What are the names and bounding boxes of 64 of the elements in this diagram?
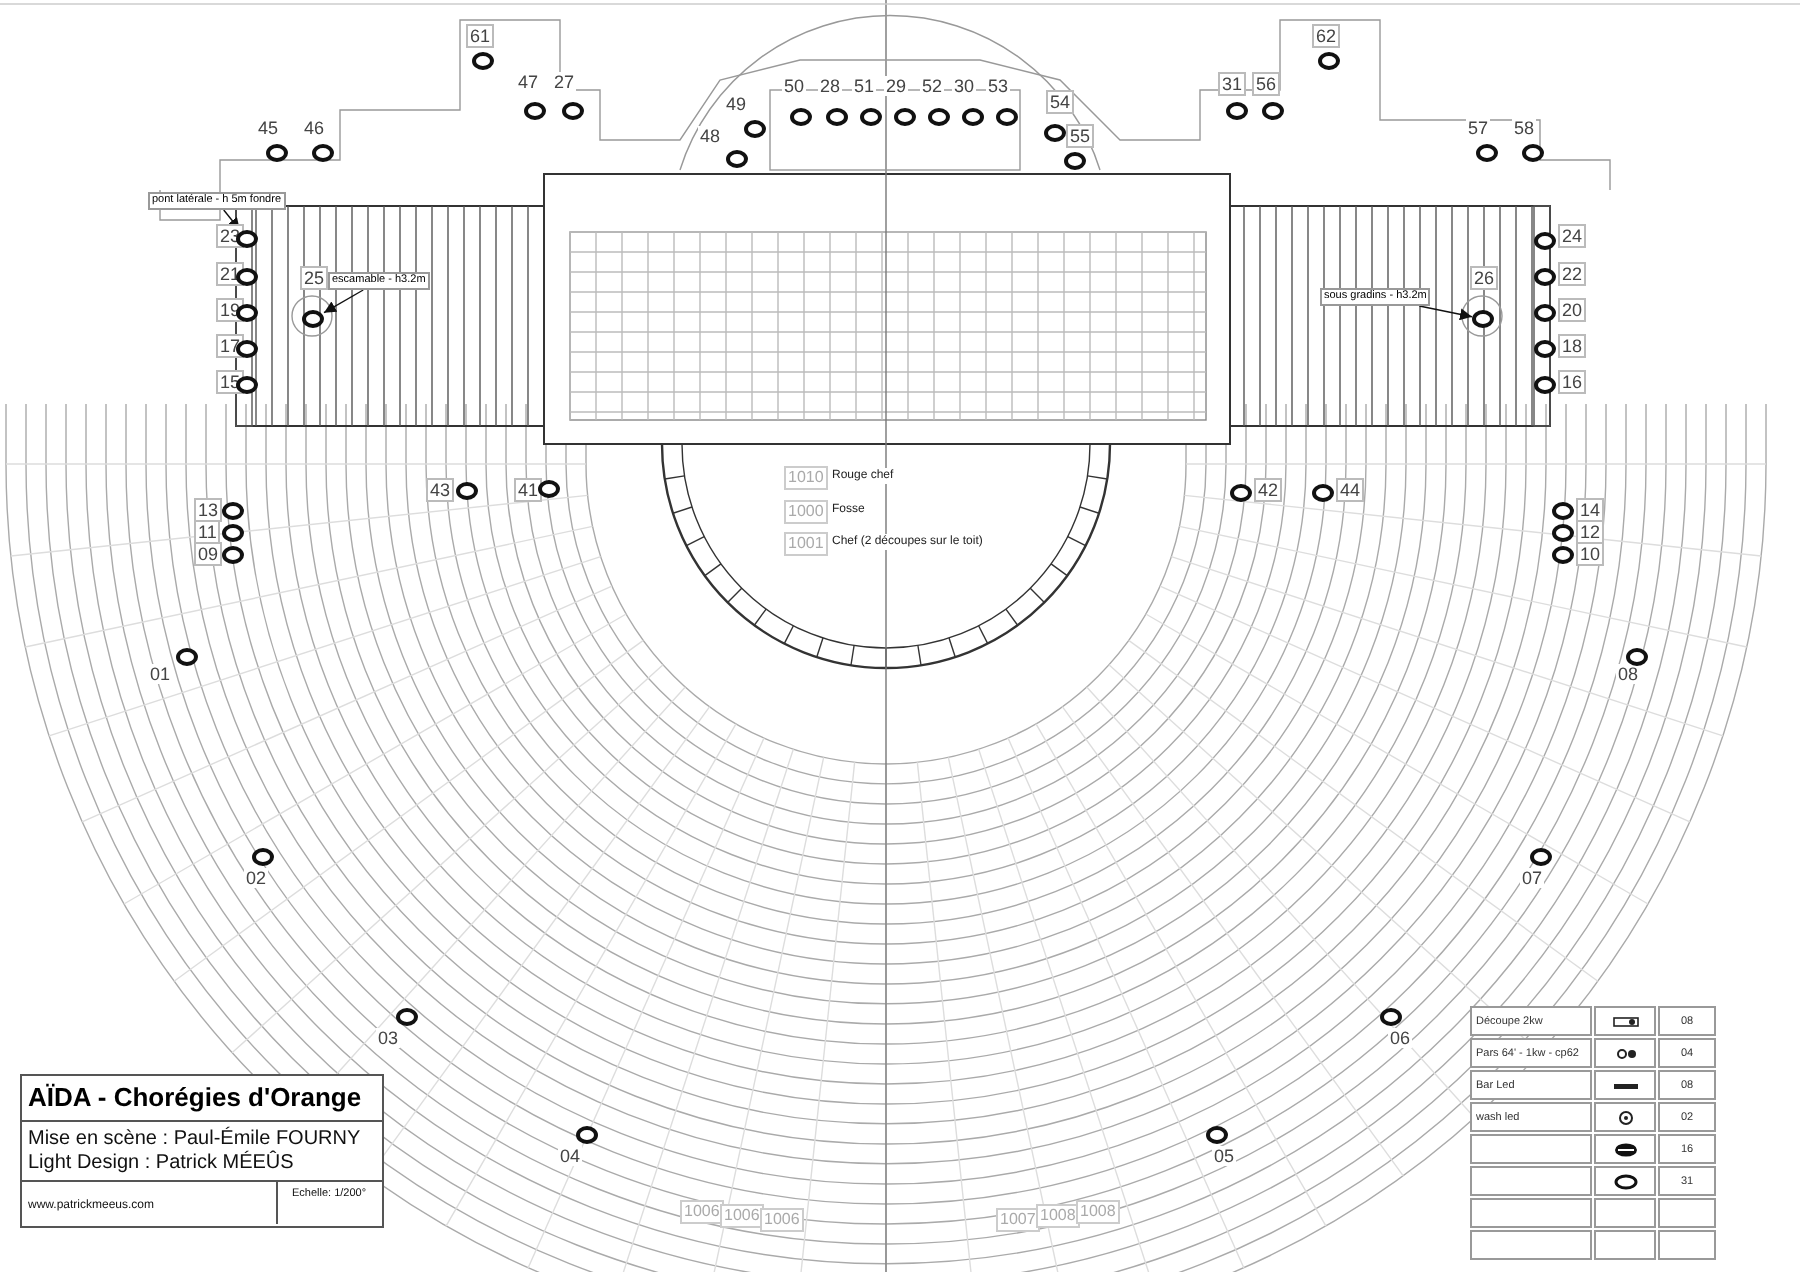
fixture-number: 16 — [1558, 370, 1587, 394]
fixture-number: 25 — [300, 266, 329, 290]
fixture-number: 10 — [1576, 542, 1605, 566]
fixture-number: 42 — [1254, 478, 1283, 502]
fixture-number: 61 — [466, 24, 495, 48]
fixture-number: 12 — [1576, 520, 1605, 544]
fixture-number: 17 — [216, 334, 245, 358]
fixture-number: 09 — [194, 542, 223, 566]
spotlight-icon — [1472, 310, 1494, 328]
fixture-number: 57 — [1466, 118, 1491, 138]
fixture-number: 18 — [1558, 334, 1587, 358]
fixture-number: 58 — [1512, 118, 1537, 138]
channel-number: 1008 — [1036, 1204, 1080, 1228]
fixture-number: 06 — [1388, 1028, 1413, 1048]
fixture-number: 53 — [986, 76, 1011, 96]
fixture-number: 62 — [1312, 24, 1341, 48]
fixture-number: 41 — [514, 478, 543, 502]
channel-number: 1008 — [1076, 1200, 1120, 1224]
fixture-number: 29 — [884, 76, 909, 96]
spotlight-icon — [236, 230, 258, 248]
designer-credit: Light Design : Patrick MÉEÛS — [28, 1152, 294, 1174]
fixture-number: 31 — [1218, 72, 1247, 96]
fixture-number: 44 — [1336, 478, 1365, 502]
director-credit: Mise en scène : Paul-Émile FOURNY — [28, 1128, 361, 1150]
spotlight-icon — [302, 310, 324, 328]
title: AÏDA - Chorégies d'Orange — [28, 1082, 362, 1112]
channel-number: 1006 — [720, 1204, 764, 1228]
fixture-number: 28 — [818, 76, 843, 96]
leader-line — [1418, 305, 1473, 321]
fixture-number: 05 — [1212, 1146, 1237, 1166]
fixture-number: 48 — [698, 126, 723, 146]
fixture-number: 20 — [1558, 298, 1587, 322]
channel-number: 1006 — [680, 1200, 724, 1224]
fixture-number: 30 — [952, 76, 977, 96]
fixture-number: 07 — [1520, 868, 1545, 888]
fixture-number: 51 — [852, 76, 877, 96]
fixture-number: 49 — [724, 94, 749, 114]
fixture-number: 55 — [1066, 124, 1095, 148]
fixture-number: 26 — [1470, 266, 1499, 290]
fixture-number: 45 — [256, 118, 281, 138]
fixture-number: 43 — [426, 478, 455, 502]
fixture-number: 01 — [148, 664, 173, 684]
fixture-number: 56 — [1252, 72, 1281, 96]
fixture-number: 11 — [194, 520, 221, 544]
fixture-number: 24 — [1558, 224, 1587, 248]
fixture-number: 14 — [1576, 498, 1605, 522]
fixture-number: 52 — [920, 76, 945, 96]
fixture-number: 50 — [782, 76, 807, 96]
fixture-number: 03 — [376, 1028, 401, 1048]
fixture-number: 46 — [302, 118, 327, 138]
fixture-number: 22 — [1558, 262, 1587, 286]
channel-number: 1001 — [784, 532, 828, 556]
channel-number: 1007 — [996, 1208, 1040, 1232]
fixture-number: 08 — [1616, 664, 1641, 684]
fixture-number: 02 — [244, 868, 269, 888]
fixture-number: 04 — [558, 1146, 583, 1166]
leader-line — [323, 289, 364, 314]
channel-number: 1010 — [784, 466, 828, 490]
fixture-number: 27 — [552, 72, 577, 92]
fixture-number: 47 — [516, 72, 541, 92]
channel-number: 1006 — [760, 1208, 804, 1232]
fixture-number: 54 — [1046, 90, 1075, 114]
fixture-number: 13 — [194, 498, 223, 522]
channel-number: 1000 — [784, 500, 828, 524]
